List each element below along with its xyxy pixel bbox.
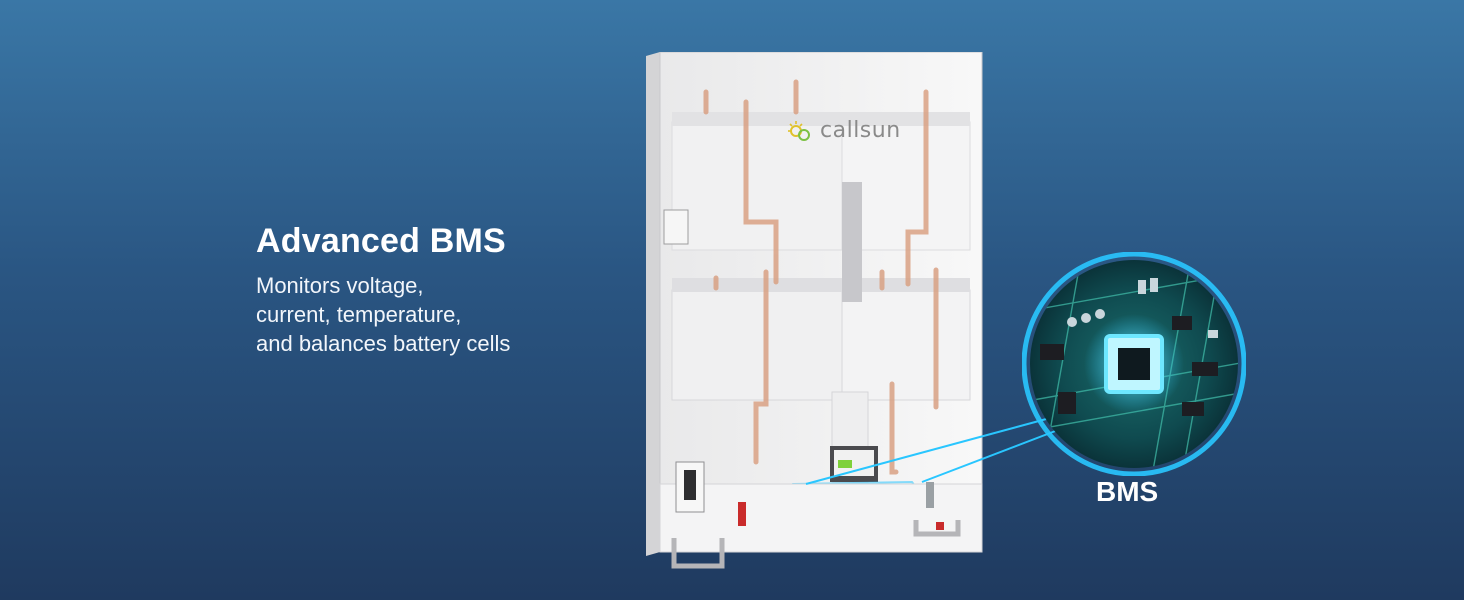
brand-logo: callsun xyxy=(786,118,901,143)
sun-logo-icon xyxy=(788,120,810,141)
bms-zoom-circle xyxy=(1022,252,1246,476)
description-line: Monitors voltage, xyxy=(256,273,424,298)
brand-wordmark: callsun xyxy=(820,118,901,143)
feature-copy: Advanced BMS Monitors voltage, current, … xyxy=(256,222,510,358)
feature-title: Advanced BMS xyxy=(256,222,506,260)
description-line: and balances battery cells xyxy=(256,331,511,356)
description-line: current, temperature, xyxy=(256,302,462,327)
feature-description: Monitors voltage, current, temperature, … xyxy=(256,271,510,358)
bms-callout-label: BMS xyxy=(1096,476,1159,507)
circuit-board-closeup xyxy=(1022,252,1246,476)
